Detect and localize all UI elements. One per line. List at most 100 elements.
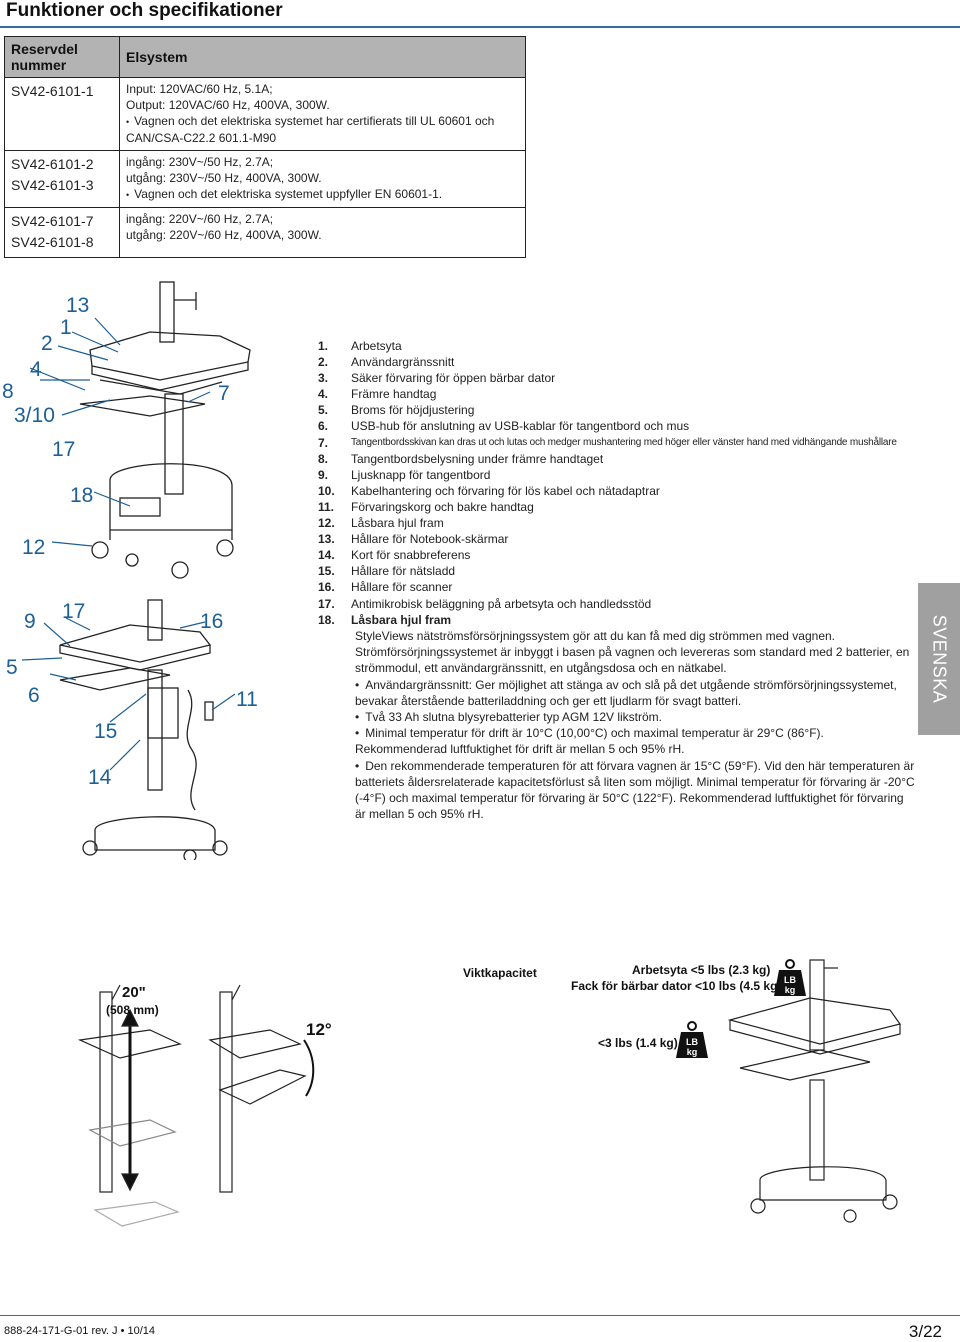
feature-item: 5. Broms för höjdjustering: [318, 402, 918, 418]
notes-bullet: Minimal temperatur för drift är 10°C (10…: [355, 725, 915, 757]
feature-text: Förvaringskorg och bakre handtag: [351, 499, 534, 514]
spec-line: Output: 120VAC/60 Hz, 400VA, 300W.: [126, 98, 330, 112]
language-tab-label: SVENSKA: [929, 614, 950, 704]
feature-number: 5.: [318, 403, 329, 418]
feature-text: Hållare för scanner: [351, 580, 453, 595]
feature-list: 1. Arbetsyta 2. Användargränssnitt 3. Säker f…: [318, 338, 918, 628]
feature-number: 7.: [318, 435, 329, 450]
weight-capacity-illustration: [727, 959, 902, 1223]
language-tab: SVENSKA: [918, 583, 960, 735]
feature-item: 13.Hållare för Notebook-skärmar: [318, 531, 918, 547]
feature-item: 1. Arbetsyta: [318, 338, 918, 354]
weight-laptop-tray: Fack för bärbar dator <10 lbs (4.5 kg): [571, 979, 782, 993]
callout-2: 2: [41, 332, 53, 355]
feature-number: 16.: [318, 580, 335, 595]
feature-item: 11. Förvaringskorg och bakre handtag: [318, 499, 918, 515]
feature-item: 6. USB-hub för anslutning av USB-kablar f…: [318, 418, 918, 434]
feature-text: Främre handtag: [351, 387, 437, 402]
feature-item: 2. Användargränssnitt: [318, 354, 918, 370]
feature-item: 8.Tangentbordsbelysning under främre han…: [318, 451, 918, 467]
notes-bullet: Användargränssnitt: Ger möjlighet att st…: [355, 677, 915, 709]
weight-icon: LB kg: [774, 959, 806, 996]
height-range-value: 20": [122, 984, 146, 1001]
feature-number: 15.: [318, 564, 335, 579]
weight-capacity-title: Viktkapacitet: [463, 966, 537, 980]
spec-description: Input: 120VAC/60 Hz, 5.1A; Output: 120VA…: [120, 78, 526, 151]
spec-description: ingång: 220V~/60 Hz, 2.7A; utgång: 220V~…: [119, 206, 526, 258]
cart-line-art: [21, 281, 251, 863]
part-number: SV42-6101-7: [11, 212, 94, 229]
footer-divider: [0, 1315, 960, 1316]
feature-text: Säker förvaring för öppen bärbar dator: [351, 371, 556, 386]
spec-description: ingång: 230V~/50 Hz, 2.7A; utgång: 230V~…: [119, 149, 526, 208]
notes-bullet: Två 33 Ah slutna blysyrebatterier typ AG…: [355, 709, 915, 725]
callout-12: 12: [22, 536, 46, 559]
feature-item: 16. Hållare för scanner: [318, 579, 918, 595]
callout-17: 17: [52, 438, 76, 461]
callout-13: 13: [66, 294, 90, 317]
callout-9: 9: [24, 610, 36, 633]
feature-number: 17.: [318, 596, 335, 611]
feature-number: 1.: [318, 339, 329, 353]
notes-paragraph: Strömförsörjningssystemet är inbyggt i b…: [355, 645, 910, 676]
tilt-angle-value: 12: [306, 1020, 325, 1039]
feature-text: Användargränssnitt: [351, 355, 455, 370]
feature-text: Låsbara hjul fram: [351, 612, 452, 627]
part-number: SV42-6101-1: [11, 83, 94, 99]
spec-row: SV42-6101-1 Input: 120VAC/60 Hz, 5.1A; O…: [4, 77, 526, 151]
feature-text: Broms för höjdjustering: [351, 403, 475, 418]
callout-1: 1: [60, 316, 72, 339]
cart-diagram: 13 1 2 4 8 3/10 17 7 18 12 9 17 16 5 6 1…: [0, 270, 320, 863]
spec-bullet: Vagnen och det elektriska systemet uppfy…: [126, 186, 519, 203]
callout-16: 16: [200, 610, 224, 633]
feature-number: 2.: [318, 355, 329, 370]
spec-row: SV42-6101-7 SV42-6101-8 ingång: 220V~/60…: [4, 206, 526, 258]
part-number: SV42-6101-8: [11, 233, 94, 250]
callout-6: 6: [28, 684, 40, 707]
callout-8: 8: [2, 380, 14, 403]
feature-text: Låsbara hjul fram: [351, 516, 444, 531]
feature-item: 14.Kort för snabbreferens: [318, 547, 918, 563]
tilt-angle: 12°: [306, 1020, 332, 1039]
feature-text: USB-hub för anslutning av USB-kablar för…: [351, 419, 690, 434]
feature-text: Hållare för Notebook-skärmar: [351, 532, 509, 547]
spec-line: Input: 120VAC/60 Hz, 5.1A;: [126, 82, 273, 96]
feature-text: Antimikrobisk beläggning på arbetsyta oc…: [351, 596, 652, 611]
height-adjust-illustration: [77, 984, 315, 1227]
height-range-mm: (508 mm): [106, 1003, 159, 1017]
feature-item: 17. Antimikrobisk beläggning på arbetsyta…: [318, 596, 918, 612]
notes-paragraph: StyleViews nätströmsförsörjningssystem g…: [355, 629, 835, 643]
feature-number: 11.: [318, 499, 335, 514]
feature-text: Hållare för nätsladd: [351, 564, 456, 579]
feature-item: 3. Säker förvaring för öppen bärbar dator: [318, 370, 918, 386]
feature-number: 6.: [318, 419, 329, 434]
feature-number: 3.: [318, 371, 329, 386]
callout-17b: 17: [62, 600, 86, 623]
weight-icon-kg: kg: [785, 985, 796, 995]
spec-bullet: Vagnen och det elektriska systemet har c…: [126, 113, 519, 146]
feature-item: 18.Låsbara hjul fram: [318, 612, 918, 628]
power-system-notes: StyleViews nätströmsförsörjningssystem g…: [355, 628, 915, 822]
feature-number: 4.: [318, 387, 329, 402]
feature-number: 9.: [318, 467, 329, 482]
feature-item: 7.Tangentbordsskivan kan dras ut och lut…: [318, 435, 918, 451]
part-number-cell: SV42-6101-2 SV42-6101-3: [4, 149, 120, 208]
spec-line: utgång: 230V~/50 Hz, 400VA, 300W.: [126, 170, 322, 185]
title-divider: [0, 26, 960, 28]
feature-text: Tangentbordsbelysning under främre handt…: [351, 451, 604, 466]
callout-7: 7: [218, 382, 230, 405]
weight-icon-lb: LB: [784, 975, 796, 985]
feature-item: 12.Låsbara hjul fram: [318, 515, 918, 531]
feature-text: Arbetsyta: [351, 339, 402, 353]
spec-line: ingång: 230V~/50 Hz, 2.7A;: [126, 154, 274, 169]
part-number-cell: SV42-6101-1: [4, 77, 120, 151]
feature-number: 14.: [318, 548, 335, 563]
spec-row: SV42-6101-2 SV42-6101-3 ingång: 230V~/50…: [4, 149, 526, 208]
callout-3-10: 3/10: [14, 404, 55, 427]
callout-14: 14: [88, 766, 112, 789]
spec-table: Reservdel nummer Elsystem SV42-6101-1 In…: [4, 36, 526, 258]
page-title: Funktioner och specifikationer: [6, 0, 283, 21]
callout-4: 4: [30, 358, 42, 381]
feature-text: Ljusknapp för tangentbord: [351, 467, 491, 482]
callout-15: 15: [94, 720, 118, 743]
